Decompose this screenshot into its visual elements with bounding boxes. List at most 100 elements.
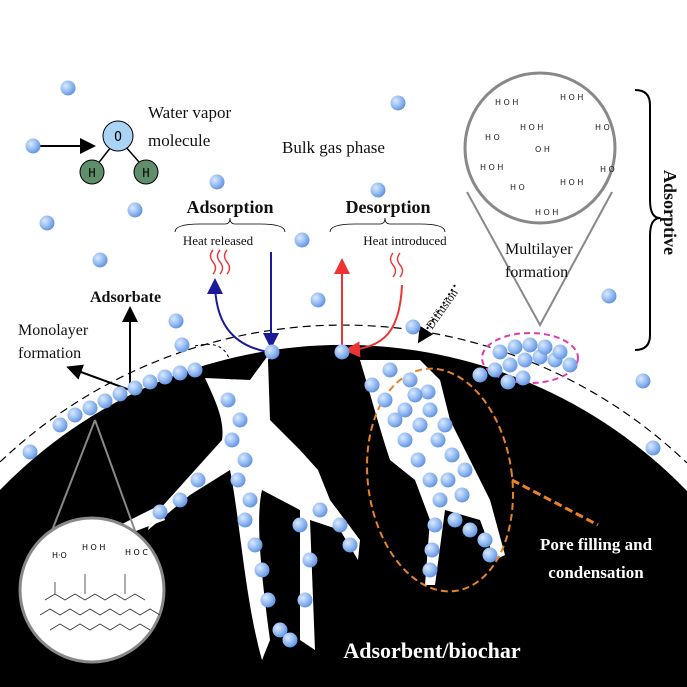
water-molecule-bubble xyxy=(522,337,538,353)
water-vapor-label: molecule xyxy=(148,131,210,150)
water-molecule-bubble xyxy=(482,547,498,563)
multilayer-label: Multilayer xyxy=(505,241,573,258)
monolayer-zoom-inset xyxy=(18,516,166,664)
adsorptive-label: Adsorptive xyxy=(660,170,680,255)
water-molecule-bubble xyxy=(282,632,298,648)
biochar-surface xyxy=(0,344,687,687)
water-molecule-bubble xyxy=(420,384,436,400)
water-molecule-bubble xyxy=(254,562,270,578)
svg-text:H O H: H O H xyxy=(560,178,583,187)
water-molecule-bubble xyxy=(22,444,38,460)
water-molecule-bubble xyxy=(112,386,128,402)
adsorptive-brace xyxy=(634,89,661,351)
water-molecule-bubble xyxy=(220,392,236,408)
water-molecule-bubble xyxy=(237,452,253,468)
water-molecule-bubble xyxy=(444,447,460,463)
water-molecule-bubble xyxy=(232,412,248,428)
water-molecule-bubble xyxy=(410,452,426,468)
water-molecule-bubble xyxy=(397,432,413,448)
heat-released-label: Heat released xyxy=(183,233,254,248)
water-molecule-bubble xyxy=(332,517,348,533)
water-molecule-bubble xyxy=(487,362,503,378)
water-molecule-bubble xyxy=(272,622,288,638)
water-molecule-bubble xyxy=(237,512,253,528)
water-molecule-bubble xyxy=(310,292,326,308)
water-molecule-bubble xyxy=(294,232,310,248)
water-molecule-bubble xyxy=(427,517,443,533)
heat-release-arrow xyxy=(207,278,269,353)
water-molecule-bubble xyxy=(515,370,531,386)
water-molecule-bubble xyxy=(187,362,203,378)
svg-text:H O: H O xyxy=(510,183,525,192)
water-molecule-bubble xyxy=(242,492,258,508)
water-molecule-bubble xyxy=(432,492,448,508)
water-molecule-bubble xyxy=(190,472,206,488)
water-molecule-bubble xyxy=(127,380,143,396)
surface-boundary-dashed xyxy=(0,324,687,464)
water-molecule-bubble xyxy=(635,373,651,389)
water-molecule-bubble xyxy=(552,344,568,360)
water-molecule-bubble xyxy=(67,407,83,423)
water-molecule-bubble xyxy=(507,339,523,355)
water-molecule-bubble xyxy=(437,417,453,433)
hydroxyl-group: H·O xyxy=(52,551,67,560)
adsorbate-label: Adsorbate xyxy=(90,289,161,306)
water-molecule-bubble xyxy=(39,215,55,231)
pore-filling-pointer xyxy=(511,478,599,527)
heat-input-arrow xyxy=(344,284,403,358)
water-molecule-bubble xyxy=(517,352,533,368)
water-molecule-bubble xyxy=(97,393,113,409)
water-molecule-bubble xyxy=(405,319,421,335)
water-cluster: H O H xyxy=(82,543,105,552)
water-molecule-bubble xyxy=(260,592,276,608)
multilayer-highlight xyxy=(481,332,579,384)
water-molecule-bubble xyxy=(422,402,438,418)
water-molecule-bubble xyxy=(500,374,516,390)
water-molecule-bubble xyxy=(247,537,263,553)
water-molecule-bubble xyxy=(412,417,428,433)
water-vapor-label: Water vapor xyxy=(148,103,231,122)
water-molecule-bubble xyxy=(292,517,308,533)
water-molecule-bubble xyxy=(52,417,68,433)
water-molecule-bubble xyxy=(422,562,438,578)
multilayer-label: formation xyxy=(505,264,568,281)
hydrogen-label: H xyxy=(142,166,149,180)
svg-text:H O H: H O H xyxy=(535,208,558,217)
water-molecule-bubble xyxy=(457,462,473,478)
adsorption-label: Adsorption xyxy=(186,197,273,217)
multilayer-zoom-inset xyxy=(463,71,617,225)
water-molecule-bubble xyxy=(209,174,225,190)
heat-icon xyxy=(389,252,404,278)
water-molecule-bubble xyxy=(537,339,553,355)
pore-filling-label: condensation xyxy=(548,563,644,582)
water-molecule-bubble xyxy=(462,522,478,538)
svg-text:H O H: H O H xyxy=(495,98,518,107)
water-molecule-bubble xyxy=(377,392,393,408)
pore-filling-highlight xyxy=(366,367,514,593)
svg-text:H O: H O xyxy=(600,165,615,174)
diffusion-arrow xyxy=(417,284,456,344)
water-molecule-bubble xyxy=(477,532,493,548)
water-molecule-bubble xyxy=(297,592,313,608)
water-molecule-bubble xyxy=(440,472,456,488)
water-molecule-bubble xyxy=(157,369,173,385)
water-molecule-bubble xyxy=(407,387,423,403)
monolayer-label: formation xyxy=(18,345,81,362)
water-molecule-bubble xyxy=(397,402,413,418)
svg-text:H O: H O xyxy=(595,123,610,132)
water-molecule-bubble xyxy=(472,367,488,383)
water-molecule-bubble xyxy=(645,440,661,456)
water-molecule-bubble xyxy=(402,372,418,388)
svg-text:H O H: H O H xyxy=(480,163,503,172)
svg-text:O H: O H xyxy=(535,145,550,154)
water-molecule-bubble xyxy=(370,182,386,198)
heat-introduced-label: Heat introduced xyxy=(363,233,447,248)
water-molecule-bubble xyxy=(447,512,463,528)
water-molecule-bubble xyxy=(422,472,438,488)
oxygen-atom xyxy=(102,120,134,152)
water-molecules xyxy=(22,80,661,648)
water-molecule-bubble xyxy=(127,202,143,218)
